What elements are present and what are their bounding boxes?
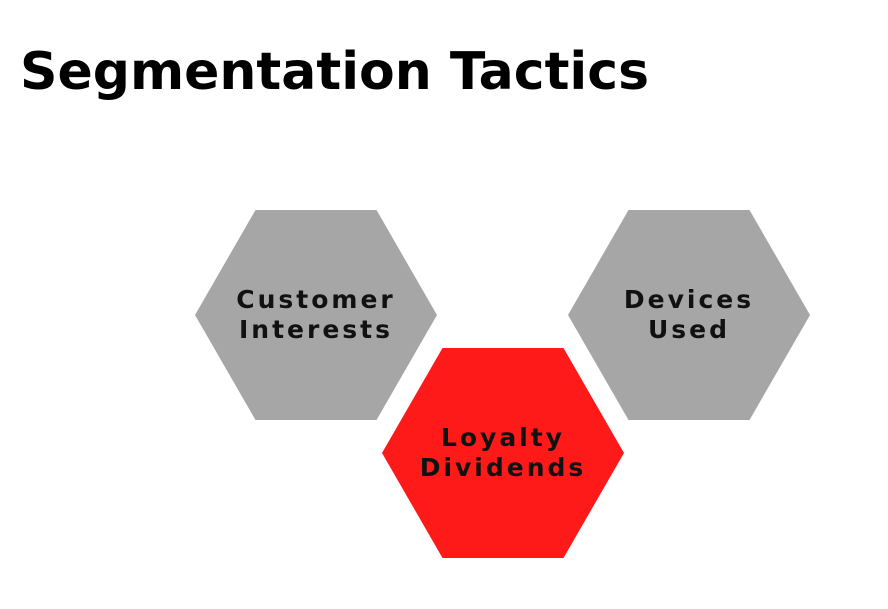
hexagon-label-line-2: Dividends bbox=[419, 453, 587, 482]
hexagon-devices-used: Devices Used bbox=[568, 210, 810, 420]
page-title: Segmentation Tactics bbox=[20, 42, 650, 102]
hexagon-customer-interests: Customer Interests bbox=[195, 210, 437, 420]
hexagon-label-line-1: Loyalty bbox=[440, 423, 566, 452]
hexagon-label: Customer Interests bbox=[236, 285, 396, 345]
hexagon-loyalty-dividends: Loyalty Dividends bbox=[382, 348, 624, 558]
hexagon-label-line-2: Used bbox=[647, 315, 731, 344]
hexagon-label-line-1: Customer bbox=[236, 285, 396, 314]
hexagon-label: Devices Used bbox=[624, 285, 754, 345]
hexagon-label-line-1: Devices bbox=[623, 285, 755, 314]
hexagon-label: Loyalty Dividends bbox=[420, 423, 587, 483]
hexagon-label-line-2: Interests bbox=[238, 315, 393, 344]
